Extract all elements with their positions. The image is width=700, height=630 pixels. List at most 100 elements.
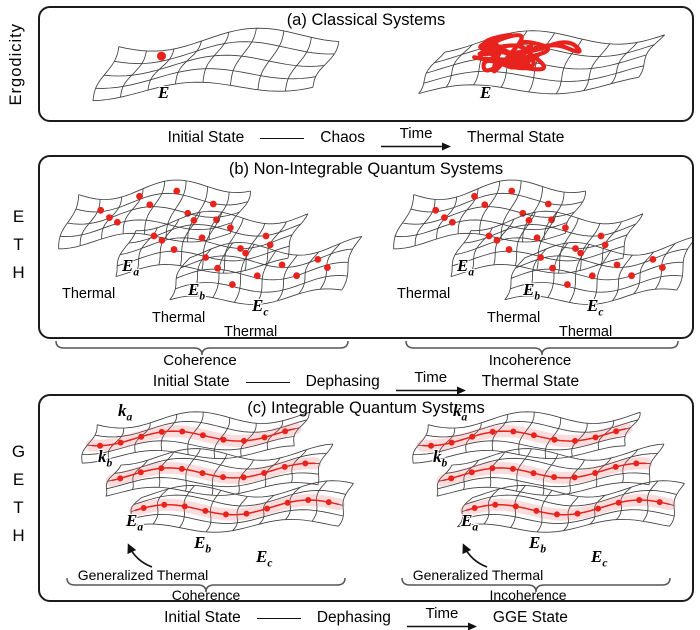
energy-label-ea-right-c: Ea xyxy=(461,512,478,534)
c-ea-sub-r: a xyxy=(472,521,479,534)
c-eb-sub-r: b xyxy=(540,543,547,556)
momentum-label-ka-right: ka xyxy=(453,402,467,424)
time-arrow-icon xyxy=(381,142,452,151)
caption-b-process: Dephasing xyxy=(305,373,380,391)
caption-c-time: Time xyxy=(425,605,459,622)
c-ea-sub: a xyxy=(137,521,144,534)
thermal-label-3-right: Thermal xyxy=(559,324,613,340)
ea-base-r: E xyxy=(457,256,469,275)
geth-mesh-canvas xyxy=(66,411,685,593)
caption-b-time: Time xyxy=(414,369,448,386)
ea-sub: a xyxy=(133,266,140,279)
momentum-label-kb-right: kb xyxy=(433,448,447,470)
classical-mesh-canvas xyxy=(92,27,666,102)
thermal-label-2-right: Thermal xyxy=(487,310,541,326)
momentum-label-ka-left: ka xyxy=(118,402,132,424)
connector-line xyxy=(260,138,305,139)
time-arrow-group: Time xyxy=(406,605,477,630)
thermal-label-1-left: Thermal xyxy=(62,286,116,302)
ka-sub-r: a xyxy=(461,411,468,424)
ea-sub-r: a xyxy=(468,266,475,279)
caption-b-final: Thermal State xyxy=(481,373,580,391)
energy-label-eb-left: Eb xyxy=(188,281,205,303)
time-arrow-group: Time xyxy=(381,125,452,151)
eth-mesh-canvas xyxy=(58,179,692,305)
panel-b-title: (b) Non-Integrable Quantum Systems xyxy=(228,160,504,178)
c-eb-base-r: E xyxy=(529,533,541,552)
kb-sub: b xyxy=(106,457,113,470)
ec-sub: c xyxy=(263,306,269,319)
eb-sub-r: b xyxy=(534,290,541,303)
ec-base-r: E xyxy=(587,296,599,315)
caption-row-a: Initial State Chaos Time Thermal State xyxy=(38,126,694,151)
generalized-thermal-left: Generalized Thermal xyxy=(77,567,209,583)
side-label-geth: GETH xyxy=(9,442,28,554)
energy-label-ec-left-c: Ec xyxy=(256,548,272,570)
side-label-geth-wrap: GETH xyxy=(4,438,32,558)
ka-sub: a xyxy=(126,411,133,424)
c-ea-base: E xyxy=(126,511,138,530)
thermal-label-2-left: Thermal xyxy=(152,310,206,326)
time-arrow-icon xyxy=(406,622,477,630)
energy-label-eb-left-c: Eb xyxy=(194,534,211,556)
kb-sub-r: b xyxy=(441,457,448,470)
thermal-label-3-left: Thermal xyxy=(224,324,278,340)
energy-label-ec-left: Ec xyxy=(252,297,268,319)
side-label-ergodicity: Ergodicity xyxy=(6,22,25,106)
c-ec-sub: c xyxy=(267,557,273,570)
energy-label-ec-right: Ec xyxy=(587,297,603,319)
kb-base-r: k xyxy=(433,447,442,466)
eb-sub: b xyxy=(199,290,206,303)
time-arrow-group: Time xyxy=(395,369,466,395)
c-eb-base: E xyxy=(194,533,206,552)
coherence-label-b: Coherence xyxy=(163,352,237,369)
ec-base: E xyxy=(252,296,264,315)
coherence-label-c: Coherence xyxy=(171,587,241,603)
caption-c-final: GGE State xyxy=(492,609,568,627)
caption-a-process: Chaos xyxy=(320,129,366,147)
ka-base-r: k xyxy=(453,401,462,420)
incoherence-label-b: Incoherence xyxy=(488,352,572,369)
c-ec-base-r: E xyxy=(591,547,603,566)
panel-noninteg-quantum: (b) Non-Integrable Quantum Systems Ea Eb… xyxy=(38,155,694,339)
ea-base: E xyxy=(122,256,134,275)
energy-label-eb-right: Eb xyxy=(523,281,540,303)
c-ea-base-r: E xyxy=(461,511,473,530)
c-ec-base: E xyxy=(256,547,268,566)
panel-c-title: (c) Integrable Quantum Systems xyxy=(247,399,485,417)
energy-label-left: E xyxy=(158,84,169,101)
generalized-thermal-right: Generalized Thermal xyxy=(412,567,544,583)
energy-label-ea-left-c: Ea xyxy=(126,512,143,534)
time-arrow-icon xyxy=(395,386,466,395)
side-label-eth: ETH xyxy=(9,207,28,291)
panel-a-title: (a) Classical Systems xyxy=(286,11,446,29)
connector-line xyxy=(256,618,301,619)
caption-a-time: Time xyxy=(399,125,433,142)
underbrace-row-b xyxy=(55,340,679,356)
panel-integrable-quantum: (c) Integrable Quantum Systems ka kb Ea … xyxy=(38,394,694,602)
kb-base: k xyxy=(98,447,107,466)
caption-a-final: Thermal State xyxy=(467,129,565,147)
ka-base: k xyxy=(118,401,127,420)
energy-label-ea-left: Ea xyxy=(122,257,139,279)
incoherence-label-c: Incoherence xyxy=(489,587,567,603)
energy-label-ea-right: Ea xyxy=(457,257,474,279)
side-label-eth-wrap: ETH xyxy=(4,203,32,295)
caption-c-process: Dephasing xyxy=(316,609,391,627)
energy-label-right: E xyxy=(480,84,491,101)
ec-sub-r: c xyxy=(598,306,604,319)
caption-row-c: Initial State Dephasing Time GGE State xyxy=(38,606,694,630)
energy-label-eb-right-c: Eb xyxy=(529,534,546,556)
thermal-label-1-right: Thermal xyxy=(397,286,451,302)
eb-base-r: E xyxy=(523,280,535,299)
c-ec-sub-r: c xyxy=(602,557,608,570)
connector-line xyxy=(245,382,290,383)
caption-b-initial: Initial State xyxy=(152,373,230,391)
panel-classical-systems: (a) Classical Systems E E xyxy=(38,6,694,122)
caption-a-initial: Initial State xyxy=(167,129,245,147)
caption-row-b: Initial State Dephasing Time Thermal Sta… xyxy=(38,370,694,395)
side-label-ergodicity-wrap: Ergodicity xyxy=(0,6,32,122)
energy-label-left-text: E xyxy=(158,83,170,102)
energy-label-ec-right-c: Ec xyxy=(591,548,607,570)
